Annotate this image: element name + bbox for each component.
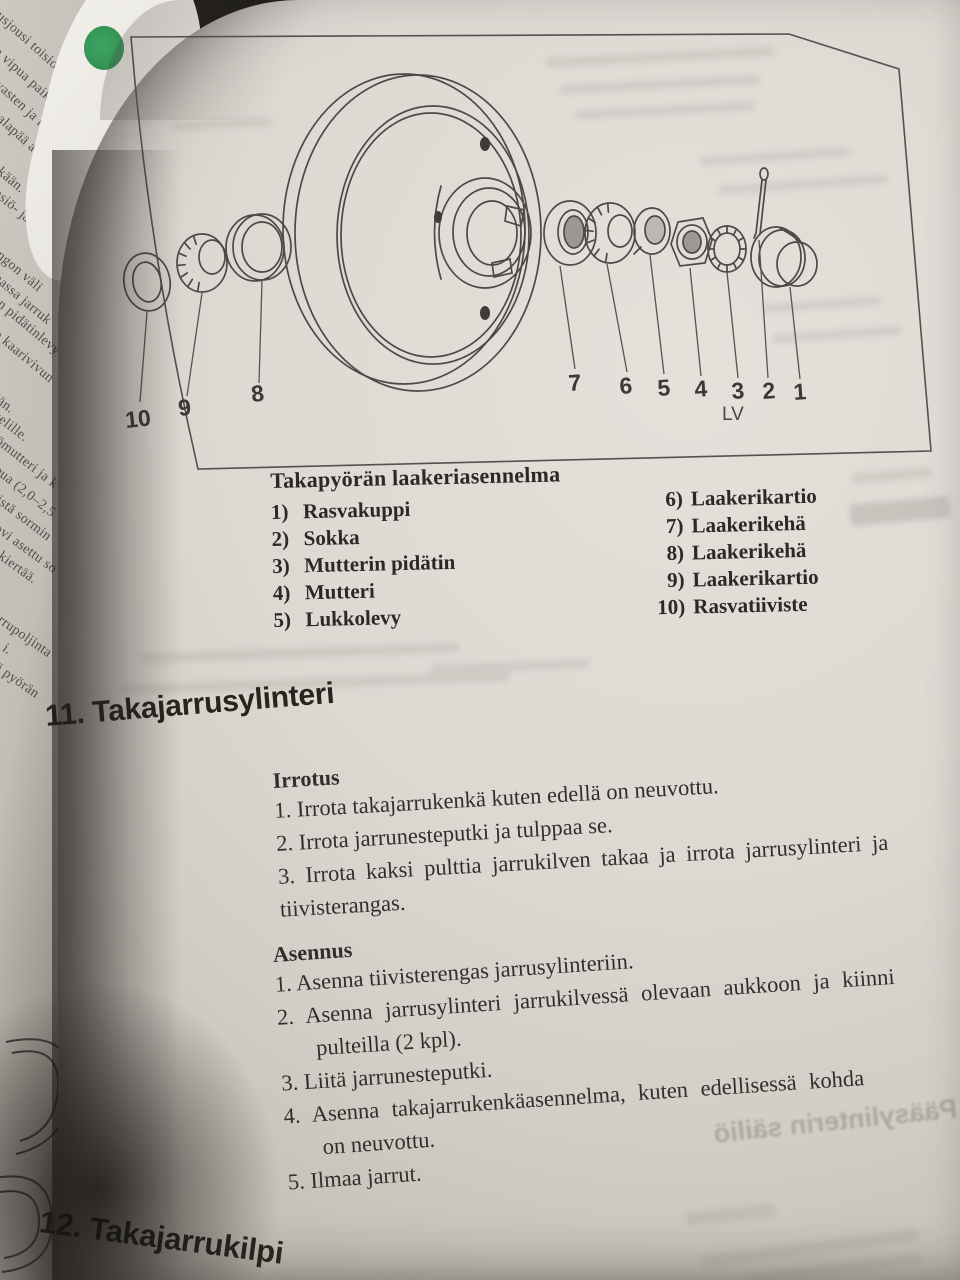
figure-marking-lv: LV: [722, 404, 744, 425]
part-number-8: 8: [250, 380, 266, 407]
drum-bolt-holes: [434, 137, 490, 320]
part-grease-seal: [122, 252, 172, 312]
part-cotter-pin: [753, 167, 769, 239]
part-grease-cup: [750, 226, 818, 288]
legend-item: 7)Laakerikehä: [665, 510, 806, 539]
part-bearing-cup-outer: [543, 200, 597, 266]
part-number-4: 4: [694, 375, 709, 402]
brake-drum: [282, 73, 542, 392]
legend-column-right: 6)Laakerikartio 7)Laakerikehä 8)Laakerik…: [643, 484, 820, 627]
bleedthrough-smudge: [429, 659, 591, 674]
bleedthrough-smudge: [685, 1203, 777, 1226]
exploded-diagram: 10 9 8 7 6 5 4 3 2 1 LV: [122, 33, 932, 470]
part-bearing-cup-inner: [225, 213, 292, 282]
legend-item: 10)Rasvatiiviste: [656, 591, 808, 620]
part-lock-washer: [633, 207, 671, 255]
bleedthrough-smudge: [139, 642, 461, 664]
part-bearing-cone-inner: [176, 233, 228, 293]
legend-item: 6)Laakerikartio: [665, 483, 818, 512]
legend-item: 9)Laakerikartio: [666, 564, 819, 593]
green-marker-dot: [84, 26, 124, 70]
removal-steps: Irrotus 1. Irrota takajarrukenkä kuten e…: [272, 716, 960, 930]
part-number-10: 10: [124, 404, 152, 433]
manual-page: 10 9 8 7 6 5 4 3 2 1 LV Takapyörän laake…: [37, 0, 960, 1280]
part-number-1: 1: [793, 378, 808, 405]
legend-item: 8)Laakerikehä: [666, 537, 807, 566]
part-hex-nut: [670, 217, 713, 267]
part-number-3: 3: [731, 377, 746, 404]
part-bearing-cone-outer: [584, 202, 636, 264]
figure-border: [130, 33, 932, 470]
part-number-6: 6: [619, 372, 634, 399]
part-number-5: 5: [657, 374, 672, 401]
section-12-heading: 12. Takajarrukilpi: [37, 1204, 286, 1271]
part-nut-retainer: [707, 225, 747, 273]
part-number-2: 2: [762, 377, 777, 404]
legend-column-left: 1)Rasvakuppi 2)Sokka 3)Mutterin pidätin …: [271, 492, 646, 635]
part-number-7: 7: [568, 369, 583, 396]
part-number-9: 9: [177, 394, 192, 421]
figure-caption: Takapyörän laakeriasennelma 1)Rasvakuppi…: [270, 453, 914, 634]
